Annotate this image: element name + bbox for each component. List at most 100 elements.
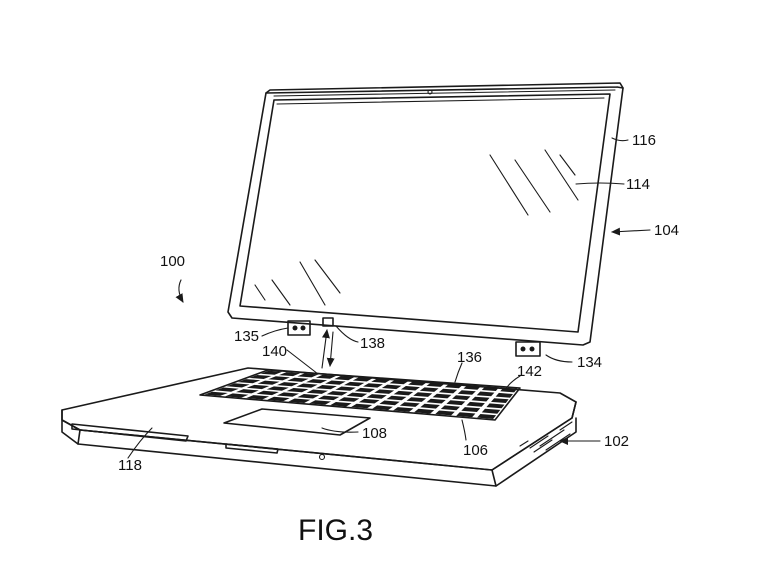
key	[408, 381, 427, 386]
key	[389, 379, 409, 385]
key	[306, 389, 328, 394]
base-housing	[61, 367, 577, 487]
key	[481, 408, 501, 414]
front-slot-center	[225, 443, 279, 454]
key	[471, 396, 490, 402]
key	[309, 400, 331, 405]
key	[399, 402, 420, 407]
key	[326, 391, 348, 396]
ref-114: 114	[626, 176, 650, 193]
key	[288, 398, 311, 403]
key	[246, 395, 270, 400]
key	[461, 407, 481, 412]
key	[334, 376, 355, 381]
keyboard-area	[199, 369, 521, 421]
key	[495, 392, 513, 398]
key	[238, 379, 261, 384]
key	[372, 405, 393, 411]
key	[358, 398, 380, 404]
key	[276, 392, 299, 397]
key	[249, 375, 272, 379]
figure-caption: FIG.3	[298, 514, 373, 547]
ref-104: 104	[654, 222, 679, 239]
key	[446, 400, 466, 406]
key	[400, 386, 420, 391]
key	[432, 393, 452, 399]
key	[414, 408, 435, 414]
key	[352, 377, 373, 382]
key	[491, 398, 509, 403]
key	[335, 386, 356, 391]
key	[456, 412, 476, 418]
key	[297, 394, 320, 399]
key	[466, 401, 485, 407]
key	[306, 379, 328, 384]
key	[267, 396, 290, 402]
key	[279, 372, 301, 377]
key	[256, 390, 279, 396]
key	[296, 383, 318, 388]
key	[286, 388, 309, 393]
hinge-right	[515, 341, 541, 357]
key	[438, 388, 458, 394]
key	[406, 397, 427, 402]
key	[204, 391, 228, 396]
key	[444, 383, 463, 389]
key	[413, 392, 433, 397]
ref-140: 140	[262, 343, 287, 360]
key	[366, 394, 387, 399]
ref-134: 134	[577, 354, 602, 371]
key	[435, 410, 455, 416]
key	[419, 387, 439, 392]
key	[351, 403, 373, 409]
key	[354, 387, 375, 393]
key	[236, 389, 259, 394]
key	[426, 398, 446, 404]
key	[346, 392, 368, 398]
key	[260, 370, 283, 375]
key	[476, 391, 495, 397]
trackpad	[223, 408, 371, 436]
key	[481, 386, 500, 391]
key	[226, 383, 250, 388]
key	[500, 387, 518, 393]
display-screen	[239, 93, 611, 333]
ref-135: 135	[234, 328, 259, 345]
ref-102: 102	[604, 433, 629, 450]
key	[393, 407, 414, 412]
key	[371, 378, 391, 383]
key	[463, 385, 482, 390]
key	[266, 386, 289, 391]
display-housing	[227, 82, 624, 346]
reference-numerals: 100 116 114 104 135 138 140 136 142 134 …	[118, 132, 679, 474]
leader-lines	[127, 137, 651, 459]
key	[225, 393, 249, 398]
key	[452, 395, 471, 400]
ref-118: 118	[118, 457, 142, 474]
key	[477, 414, 497, 419]
key	[363, 383, 383, 388]
key	[277, 382, 299, 387]
keyboard-keys	[204, 370, 518, 419]
key	[379, 400, 400, 406]
key	[420, 403, 440, 409]
key	[393, 390, 414, 396]
latch-tab	[322, 317, 334, 327]
key	[268, 376, 290, 381]
ref-106: 106	[463, 442, 488, 459]
key	[215, 387, 239, 392]
key	[486, 403, 505, 409]
key	[426, 382, 445, 387]
key	[338, 397, 360, 402]
front-slot-left	[71, 423, 189, 442]
ref-136: 136	[457, 349, 482, 366]
camera-icon	[427, 89, 433, 95]
ref-100: 100	[160, 253, 185, 270]
ref-116: 116	[632, 132, 656, 149]
key	[374, 389, 395, 394]
key	[317, 395, 340, 401]
key	[315, 385, 337, 390]
power-indicator	[318, 453, 326, 461]
key	[381, 384, 402, 390]
